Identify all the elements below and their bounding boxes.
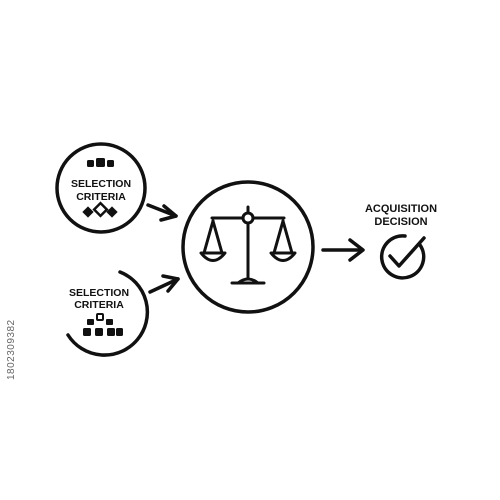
diamond-shapes-icon <box>82 201 118 218</box>
balance-scale-icon <box>199 205 297 285</box>
checkmark-circle-icon <box>379 234 426 280</box>
selection-criteria-node-top: SELECTION CRITERIA <box>55 142 147 234</box>
decision-node: ACQUISITION DECISION <box>365 203 437 280</box>
center-node <box>181 180 315 314</box>
arrow-bottom-to-center <box>148 274 180 294</box>
criteria-label-top-line2: CRITERIA <box>76 191 126 203</box>
cubes-bottom-icon <box>83 313 123 336</box>
cubes-top-icon <box>87 158 114 167</box>
center-circle <box>181 180 315 314</box>
selection-criteria-node-bottom: SELECTION CRITERIA <box>66 270 150 357</box>
criteria-circle-top <box>55 142 147 234</box>
criteria-label-bottom-line2: CRITERIA <box>74 299 124 311</box>
criteria-ring-bottom <box>66 270 150 357</box>
decision-label-line1: ACQUISITION <box>365 203 437 215</box>
criteria-label-bottom-line1: SELECTION <box>69 287 129 299</box>
arrow-top-to-center <box>146 203 178 222</box>
criteria-label-top-line1: SELECTION <box>71 178 131 190</box>
stock-id-watermark: 1802309382 <box>6 319 17 380</box>
decision-label-line2: DECISION <box>374 216 427 228</box>
arrow-center-to-decision <box>321 238 365 262</box>
